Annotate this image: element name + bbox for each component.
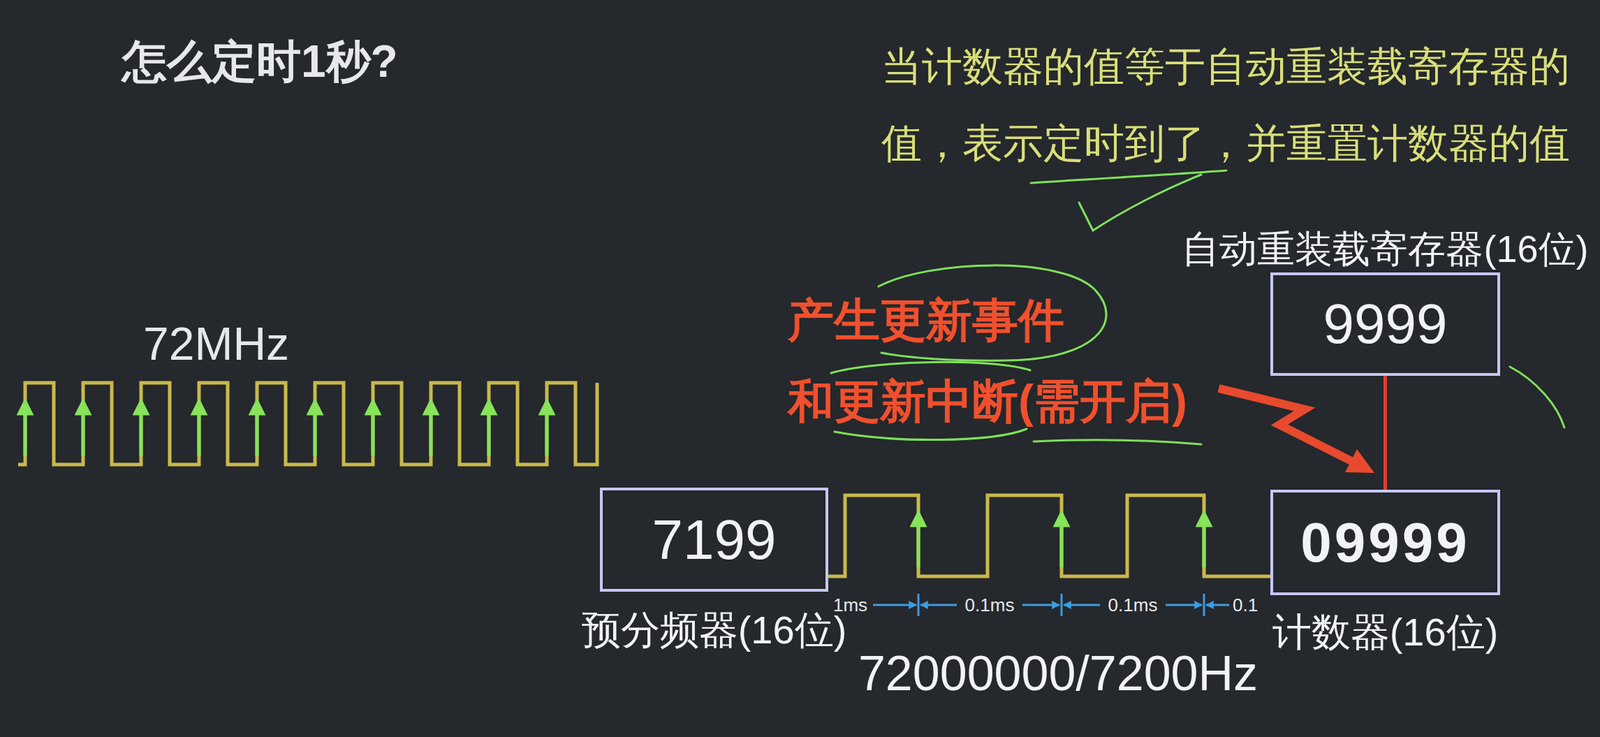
zigzag-arrow	[1218, 388, 1352, 461]
frequency-formula: 72000000/7200Hz	[858, 646, 1258, 701]
slow-edge-arrows	[918, 518, 1205, 568]
fast-clock-wave	[18, 382, 598, 465]
slow-clock-wave	[828, 495, 1271, 577]
box-heading: 预分频器(16位)	[581, 608, 848, 652]
frequency-label: 72MHz	[143, 318, 290, 370]
time-label: 0.1ms	[965, 595, 1015, 616]
time-ticks	[918, 593, 1205, 616]
red-annotation: 和更新中断(需开启)	[787, 375, 1188, 427]
page-title: 怎么定时1秒?	[122, 37, 399, 86]
register-box: 自动重装载寄存器(16位)9999	[1270, 272, 1501, 376]
note-text: 当计数器的值等于自动重装载寄存器的 值，表示定时到了，并重置计数器的值	[881, 27, 1580, 182]
time-arrows	[872, 604, 1230, 607]
zigzag-arrowhead	[1345, 449, 1375, 473]
time-label: 0.1ms	[1108, 595, 1158, 616]
box-value: 7199	[652, 509, 777, 571]
register-box: 7199预分频器(16位)	[599, 487, 829, 592]
box-value: 09999	[1300, 511, 1470, 574]
rising-edge-arrows	[25, 406, 547, 456]
box-heading: 自动重装载寄存器(16位)	[1181, 228, 1589, 270]
time-label: 0.1	[1232, 595, 1258, 616]
reload-link	[1383, 375, 1387, 490]
box-value: 9999	[1323, 293, 1448, 355]
box-heading: 计数器(16位)	[1272, 610, 1499, 654]
red-annotation: 产生更新事件	[787, 294, 1065, 346]
counter-box: 09999计数器(16位)	[1270, 489, 1501, 596]
